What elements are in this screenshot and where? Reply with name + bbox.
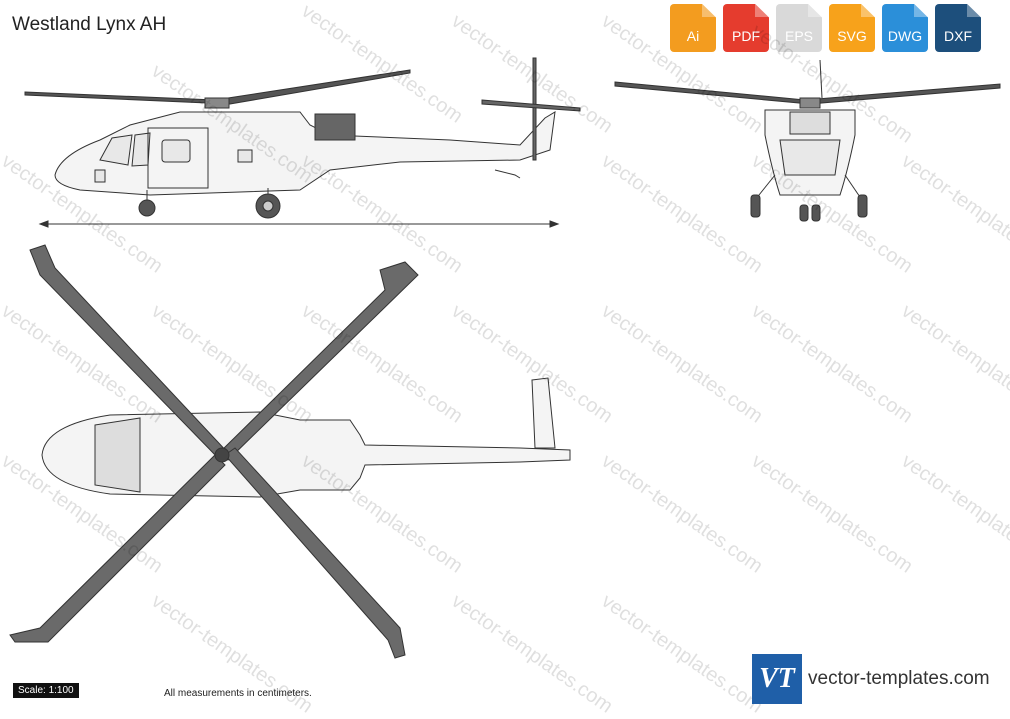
- format-buttons: Ai PDF EPS SVG DWG DXF: [670, 4, 981, 52]
- top-rotor-blade-4: [224, 447, 406, 659]
- measurements-note: All measurements in centimeters.: [164, 688, 312, 699]
- format-label: EPS: [784, 28, 813, 44]
- brand-logo: VT: [752, 654, 802, 704]
- top-view: [9, 244, 571, 659]
- side-view: [24, 57, 581, 219]
- top-rotor-blade-2: [219, 261, 419, 461]
- format-label: PDF: [732, 28, 760, 44]
- format-label: SVG: [837, 28, 867, 44]
- format-label: DXF: [944, 28, 972, 44]
- scale-label: Scale: 1:100: [13, 683, 79, 698]
- format-label: DWG: [887, 28, 923, 44]
- top-rotor-blade-3: [9, 454, 226, 643]
- brand[interactable]: VT vector-templates.com: [752, 654, 990, 704]
- brand-name: vector-templates.com: [808, 668, 990, 689]
- page-title: Westland Lynx AH: [12, 14, 167, 35]
- front-view: [614, 59, 1001, 222]
- format-label: Ai: [686, 28, 700, 44]
- side-dimension-line: [38, 220, 560, 228]
- top-fuselage: [41, 411, 571, 498]
- side-fuselage: [54, 111, 556, 196]
